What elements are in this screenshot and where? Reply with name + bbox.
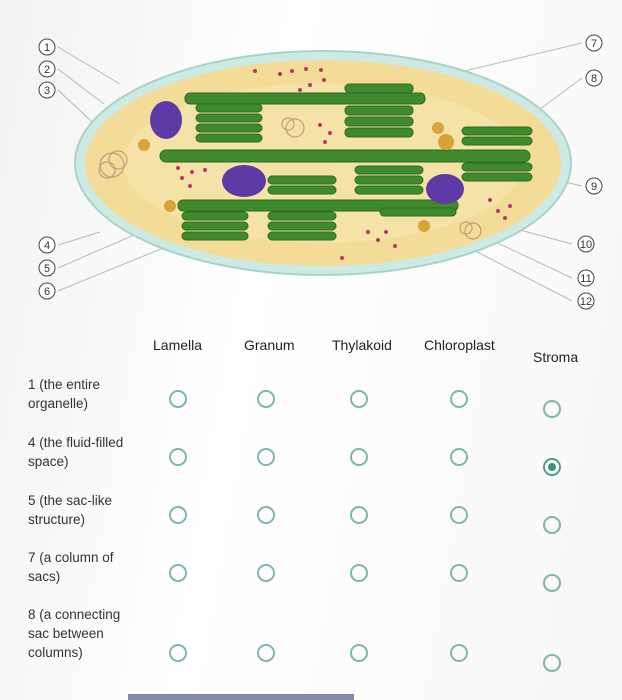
right-callouts: 7 8 9 10 11 12 bbox=[577, 34, 603, 310]
radio-option[interactable] bbox=[350, 506, 368, 524]
row-label: 8 (a connecting sac between columns) bbox=[28, 607, 121, 660]
callout-number: 9 bbox=[591, 181, 597, 193]
column-header: Stroma bbox=[533, 349, 579, 365]
callout-circle bbox=[38, 282, 56, 300]
callout-number: 5 bbox=[44, 263, 50, 275]
bottom-progress-bar bbox=[128, 694, 354, 700]
callout-number: 3 bbox=[44, 85, 50, 97]
callout-number: 12 bbox=[580, 296, 592, 308]
callout-number: 2 bbox=[44, 64, 50, 76]
callout-number: 8 bbox=[591, 73, 597, 85]
callout-circle bbox=[585, 177, 603, 195]
lipid-droplets bbox=[138, 122, 454, 232]
starch-grains bbox=[150, 101, 464, 204]
callout-circle bbox=[585, 69, 603, 87]
column-header: Chloroplast bbox=[424, 337, 495, 353]
radio-option[interactable] bbox=[543, 654, 561, 672]
radio-option[interactable] bbox=[543, 574, 561, 592]
radio-option[interactable] bbox=[543, 458, 561, 476]
callout-number: 6 bbox=[44, 286, 50, 298]
left-callouts: 1 2 3 4 5 6 bbox=[38, 38, 56, 300]
radio-option[interactable] bbox=[450, 390, 468, 408]
callout-circle bbox=[577, 235, 595, 253]
callout-number: 4 bbox=[44, 240, 50, 252]
radio-option[interactable] bbox=[350, 564, 368, 582]
row-label: 4 (the fluid-filled space) bbox=[28, 435, 124, 469]
radio-option[interactable] bbox=[450, 448, 468, 466]
callout-circle bbox=[577, 292, 595, 310]
radio-option[interactable] bbox=[257, 564, 275, 582]
callout-circle bbox=[38, 259, 56, 277]
radio-option[interactable] bbox=[450, 506, 468, 524]
radio-option[interactable] bbox=[350, 644, 368, 662]
radio-option[interactable] bbox=[169, 506, 187, 524]
radio-option[interactable] bbox=[543, 516, 561, 534]
callout-circle bbox=[577, 269, 595, 287]
row-label: 7 (a column of sacs) bbox=[28, 550, 114, 584]
radio-option[interactable] bbox=[543, 400, 561, 418]
callout-number: 10 bbox=[580, 239, 592, 251]
callout-circle bbox=[38, 38, 56, 56]
ribosome-dots bbox=[176, 67, 512, 260]
radio-option[interactable] bbox=[450, 644, 468, 662]
radio-option[interactable] bbox=[350, 448, 368, 466]
left-leader-lines bbox=[57, 46, 169, 292]
row-label: 1 (the entire organelle) bbox=[28, 377, 101, 411]
row-label: 5 (the sac-like structure) bbox=[28, 493, 113, 527]
radio-option[interactable] bbox=[257, 644, 275, 662]
column-header: Granum bbox=[244, 337, 295, 353]
callout-number: 7 bbox=[591, 38, 597, 50]
radio-option[interactable] bbox=[169, 564, 187, 582]
radio-option[interactable] bbox=[257, 506, 275, 524]
thylakoid-network bbox=[159, 83, 533, 241]
radio-option[interactable] bbox=[450, 564, 468, 582]
radio-selected-dot bbox=[548, 463, 556, 471]
radio-option[interactable] bbox=[257, 448, 275, 466]
callout-circle bbox=[38, 236, 56, 254]
radio-option[interactable] bbox=[169, 448, 187, 466]
callout-number: 1 bbox=[44, 42, 50, 54]
radio-option[interactable] bbox=[169, 390, 187, 408]
callout-circle bbox=[38, 81, 56, 99]
radio-option[interactable] bbox=[257, 390, 275, 408]
radio-option[interactable] bbox=[169, 644, 187, 662]
dna-swirl bbox=[98, 117, 482, 240]
callout-circle bbox=[585, 34, 603, 52]
column-header: Thylakoid bbox=[332, 337, 392, 353]
callout-number: 11 bbox=[580, 273, 591, 285]
callout-circle bbox=[38, 60, 56, 78]
radio-option[interactable] bbox=[350, 390, 368, 408]
column-header: Lamella bbox=[153, 337, 203, 353]
